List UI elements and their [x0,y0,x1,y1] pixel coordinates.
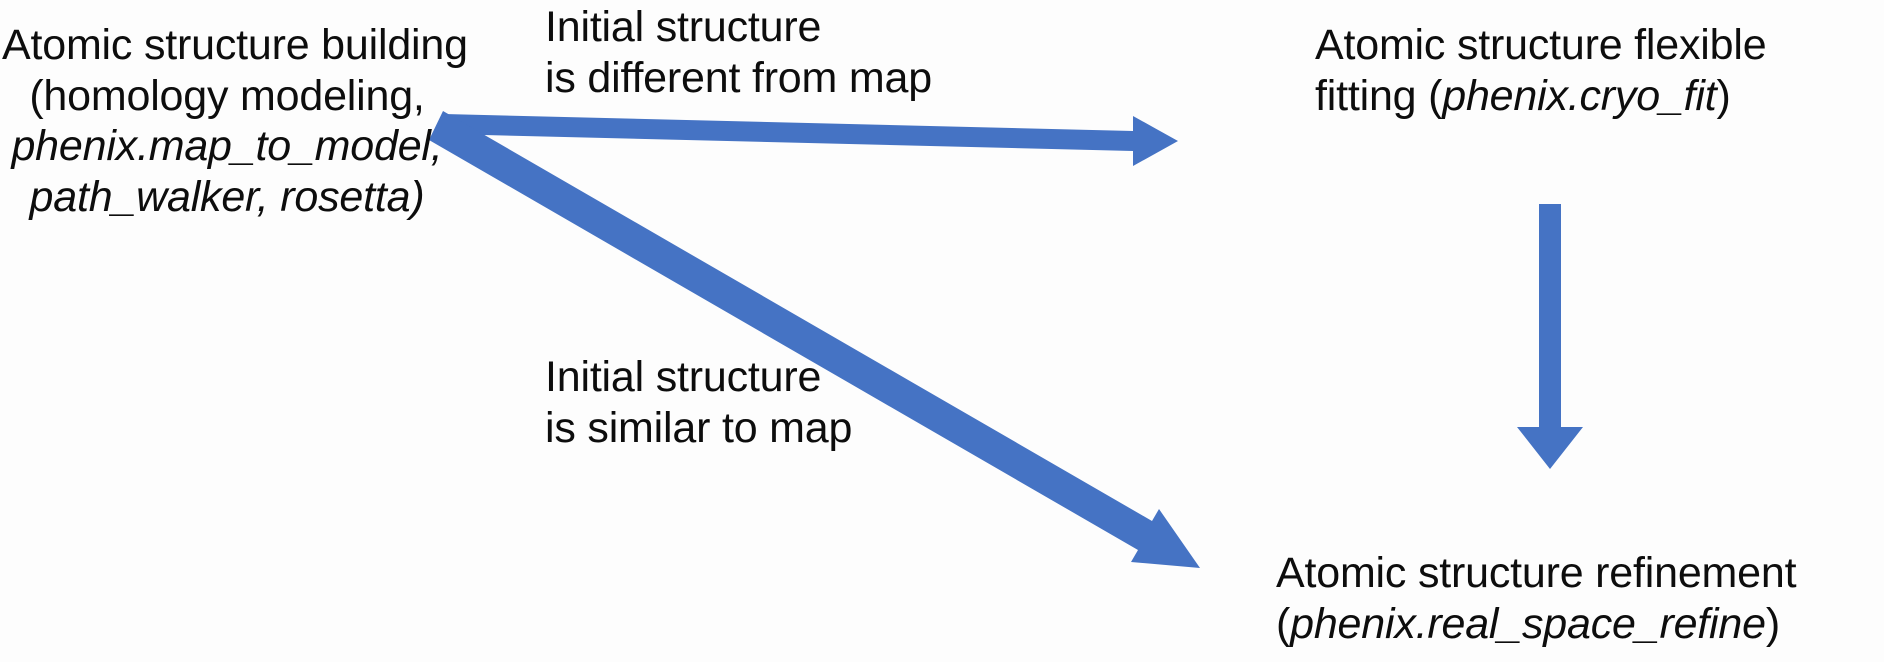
node-build-line-4: path_walker, rosetta) [2,172,452,223]
edge-label-similar-line-2: is similar to map [545,403,853,452]
node-refinement-prefix: ( [1276,599,1291,648]
edge-label-similar-to-map: Initial structure is similar to map [545,352,965,453]
arrow-fitting-to-refinement [1517,204,1583,469]
node-build-line-1: Atomic structure building [2,21,468,69]
node-build-line-2: (homology modeling, [29,71,425,120]
edge-label-different-line-2: is different from map [545,53,932,102]
node-fitting-command: phenix.cryo_fit [1442,71,1717,120]
node-fitting-suffix: ) [1716,71,1731,120]
node-refinement-command: phenix.real_space_refine [1290,599,1766,648]
node-fitting-prefix: fitting ( [1315,71,1443,120]
edge-label-different-line-1: Initial structure [545,3,822,51]
node-refinement-suffix: ) [1765,599,1780,648]
edge-label-different-from-map: Initial structure is different from map [545,2,965,103]
node-atomic-structure-refinement: Atomic structure refinement (phenix.real… [1276,548,1884,649]
node-fitting-line-2: fitting (phenix.cryo_fit) [1315,71,1875,122]
node-refinement-line-1: Atomic structure refinement [1276,549,1797,597]
arrow-build-to-refinement [429,111,1200,568]
node-atomic-structure-flexible-fitting: Atomic structure flexible fitting (pheni… [1315,20,1875,121]
node-atomic-structure-building: Atomic structure building (homology mode… [2,20,468,223]
node-fitting-line-1: Atomic structure flexible [1315,21,1767,69]
node-build-line-3: phenix.map_to_model, [11,122,443,171]
node-build-line-4-italic: path_walker, rosetta) [29,173,425,222]
arrow-build-to-fitting [444,114,1178,166]
node-refinement-line-2: (phenix.real_space_refine) [1276,599,1884,650]
edge-label-similar-line-1: Initial structure [545,353,822,401]
